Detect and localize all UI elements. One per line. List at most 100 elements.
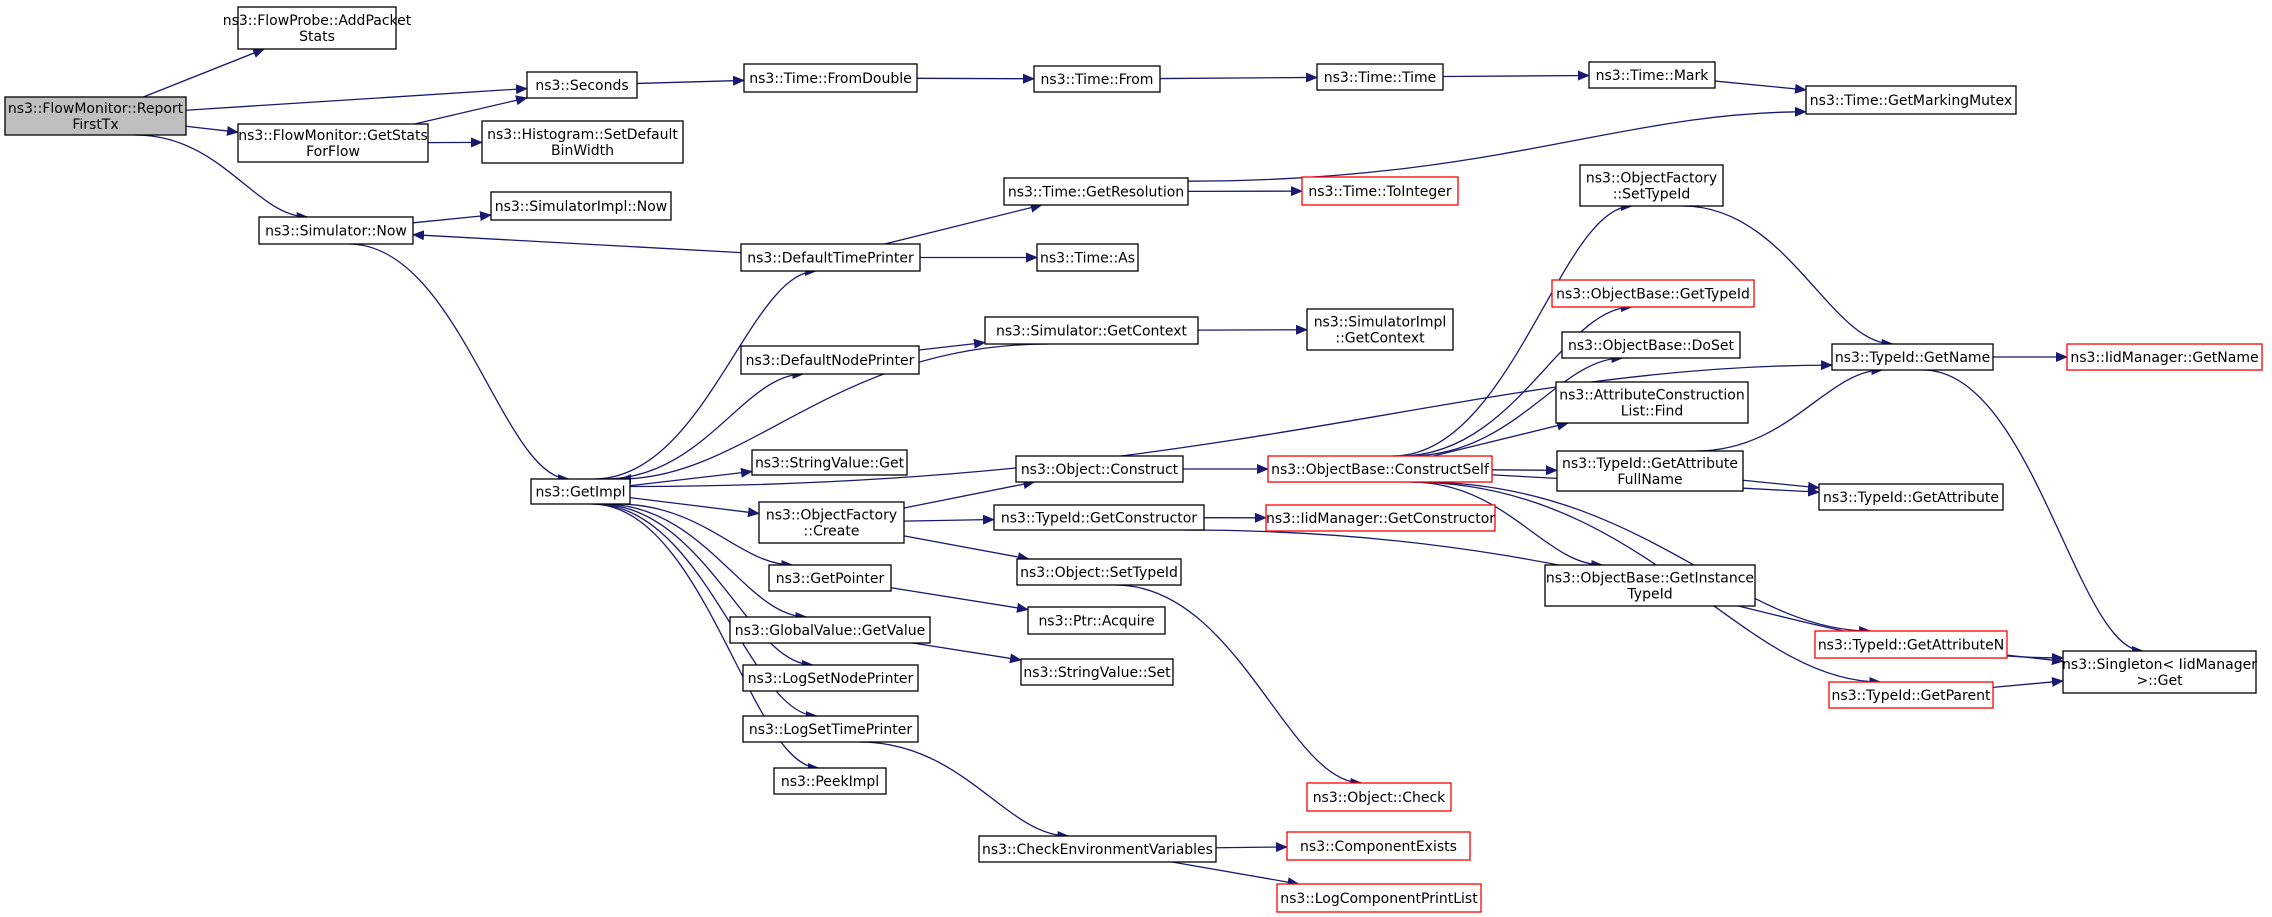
node-logsetnode[interactable]: ns3::LogSetNodePrinter: [742, 664, 919, 692]
node-box-deftimeprinter[interactable]: [740, 243, 921, 272]
node-box-objconstruct[interactable]: [1015, 455, 1184, 483]
node-box-stringvalueset[interactable]: [1020, 658, 1174, 686]
node-timeas[interactable]: ns3::Time::As: [1036, 243, 1139, 272]
node-box-iidgetconstructor[interactable]: [1265, 504, 1496, 532]
node-box-defnodeprinter[interactable]: [740, 345, 920, 375]
node-iidgetconstructor[interactable]: ns3::IidManager::GetConstructor: [1265, 504, 1496, 532]
node-box-getconstructor[interactable]: [993, 504, 1205, 531]
node-box-markingmutex[interactable]: [1805, 85, 2017, 115]
node-simimplgetcontext[interactable]: ns3::SimulatorImpl::GetContext: [1306, 308, 1454, 351]
node-box-getattributen[interactable]: [1814, 630, 2008, 659]
node-stringvalueget[interactable]: ns3::StringValue::Get: [751, 449, 908, 476]
node-singleton[interactable]: ns3::Singleton< IidManager>::Get: [2062, 650, 2257, 694]
node-box-getimpl[interactable]: [530, 478, 631, 505]
node-box-seconds[interactable]: [526, 71, 638, 99]
node-box-timeas[interactable]: [1036, 243, 1139, 272]
node-box-getparent[interactable]: [1828, 681, 1994, 709]
node-defnodeprinter[interactable]: ns3::DefaultNodePrinter: [740, 345, 920, 375]
node-logcomponentprint[interactable]: ns3::LogComponentPrintList: [1276, 883, 1482, 913]
node-typeidgetattribute[interactable]: ns3::TypeId::GetAttribute: [1818, 483, 2004, 511]
node-typeidgetname[interactable]: ns3::TypeId::GetName: [1831, 343, 1994, 371]
node-box-objsettypeid[interactable]: [1016, 558, 1182, 586]
node-constructself[interactable]: ns3::ObjectBase::ConstructSelf: [1267, 455, 1493, 483]
node-box-attrconstruction[interactable]: [1555, 381, 1749, 424]
node-simgetcontext[interactable]: ns3::Simulator::GetContext: [984, 316, 1199, 345]
node-seconds[interactable]: ns3::Seconds: [526, 71, 638, 99]
node-box-typeidgetattribute[interactable]: [1818, 483, 2004, 511]
node-box-getpointer[interactable]: [768, 564, 892, 592]
node-box-singleton[interactable]: [2062, 650, 2257, 694]
node-deftimeprinter[interactable]: ns3::DefaultTimePrinter: [740, 243, 921, 272]
node-box-constructself[interactable]: [1267, 455, 1493, 483]
node-box-addpacket[interactable]: [237, 6, 397, 50]
node-objsettypeid[interactable]: ns3::Object::SetTypeId: [1016, 558, 1182, 586]
node-checkenv[interactable]: ns3::CheckEnvironmentVariables: [978, 835, 1217, 863]
node-box-objcheck[interactable]: [1306, 782, 1452, 812]
node-box-histogram[interactable]: [481, 120, 684, 164]
node-box-timetime[interactable]: [1316, 63, 1444, 91]
node-box-ofcreate[interactable]: [758, 501, 905, 544]
node-stringvalueset[interactable]: ns3::StringValue::Set: [1020, 658, 1174, 686]
node-box-obdoset[interactable]: [1561, 331, 1741, 359]
node-box-iidgetname[interactable]: [2066, 343, 2263, 371]
node-box-obgettypeid[interactable]: [1551, 279, 1755, 308]
node-box-getattrfullname[interactable]: [1556, 450, 1744, 492]
node-box-logcomponentprint[interactable]: [1276, 883, 1482, 913]
node-box-logsetnode[interactable]: [742, 664, 919, 692]
node-box-logsettime[interactable]: [742, 715, 919, 743]
node-getparent[interactable]: ns3::TypeId::GetParent: [1828, 681, 1994, 709]
node-mark[interactable]: ns3::Time::Mark: [1588, 61, 1716, 89]
node-box-componentexists[interactable]: [1286, 831, 1471, 861]
node-timetime[interactable]: ns3::Time::Time: [1316, 63, 1444, 91]
node-box-stringvalueget[interactable]: [751, 449, 908, 476]
node-box-report[interactable]: [4, 96, 187, 136]
node-fromdouble[interactable]: ns3::Time::FromDouble: [743, 63, 918, 93]
node-box-ptracquire[interactable]: [1027, 606, 1166, 635]
node-box-from[interactable]: [1033, 65, 1161, 93]
node-getimpl[interactable]: ns3::GetImpl: [530, 478, 631, 505]
node-ofcreate[interactable]: ns3::ObjectFactory::Create: [758, 501, 905, 544]
node-box-simnow[interactable]: [258, 216, 414, 245]
node-getpointer[interactable]: ns3::GetPointer: [768, 564, 892, 592]
node-getresolution[interactable]: ns3::Time::GetResolution: [1003, 177, 1189, 206]
node-getconstructor[interactable]: ns3::TypeId::GetConstructor: [993, 504, 1205, 531]
node-objcheck[interactable]: ns3::Object::Check: [1306, 782, 1452, 812]
node-objconstruct[interactable]: ns3::Object::Construct: [1015, 455, 1184, 483]
node-box-getstats[interactable]: [237, 123, 429, 163]
node-box-getinstancetypeid[interactable]: [1544, 564, 1756, 607]
node-componentexists[interactable]: ns3::ComponentExists: [1286, 831, 1471, 861]
node-simimplnow[interactable]: ns3::SimulatorImpl::Now: [490, 191, 672, 221]
node-getattributen[interactable]: ns3::TypeId::GetAttributeN: [1814, 630, 2008, 659]
node-box-peekimpl[interactable]: [773, 767, 887, 795]
node-box-tointeger[interactable]: [1301, 176, 1459, 206]
node-box-simimplgetcontext[interactable]: [1306, 308, 1454, 351]
node-box-mark[interactable]: [1588, 61, 1716, 89]
node-globalvalue[interactable]: ns3::GlobalValue::GetValue: [729, 616, 931, 644]
node-simnow[interactable]: ns3::Simulator::Now: [258, 216, 414, 245]
node-obgettypeid[interactable]: ns3::ObjectBase::GetTypeId: [1551, 279, 1755, 308]
node-iidgetname[interactable]: ns3::IidManager::GetName: [2066, 343, 2263, 371]
node-from[interactable]: ns3::Time::From: [1033, 65, 1161, 93]
node-box-getresolution[interactable]: [1003, 177, 1189, 206]
node-ptracquire[interactable]: ns3::Ptr::Acquire: [1027, 606, 1166, 635]
node-ofsettypeid[interactable]: ns3::ObjectFactory::SetTypeId: [1579, 164, 1724, 207]
node-tointeger[interactable]: ns3::Time::ToInteger: [1301, 176, 1459, 206]
node-obdoset[interactable]: ns3::ObjectBase::DoSet: [1561, 331, 1741, 359]
node-logsettime[interactable]: ns3::LogSetTimePrinter: [742, 715, 919, 743]
node-box-ofsettypeid[interactable]: [1579, 164, 1724, 207]
node-box-simimplnow[interactable]: [490, 191, 672, 221]
node-markingmutex[interactable]: ns3::Time::GetMarkingMutex: [1805, 85, 2017, 115]
node-box-typeidgetname[interactable]: [1831, 343, 1994, 371]
node-peekimpl[interactable]: ns3::PeekImpl: [773, 767, 887, 795]
node-box-globalvalue[interactable]: [729, 616, 931, 644]
node-box-simgetcontext[interactable]: [984, 316, 1199, 345]
node-box-checkenv[interactable]: [978, 835, 1217, 863]
node-box-fromdouble[interactable]: [743, 63, 918, 93]
